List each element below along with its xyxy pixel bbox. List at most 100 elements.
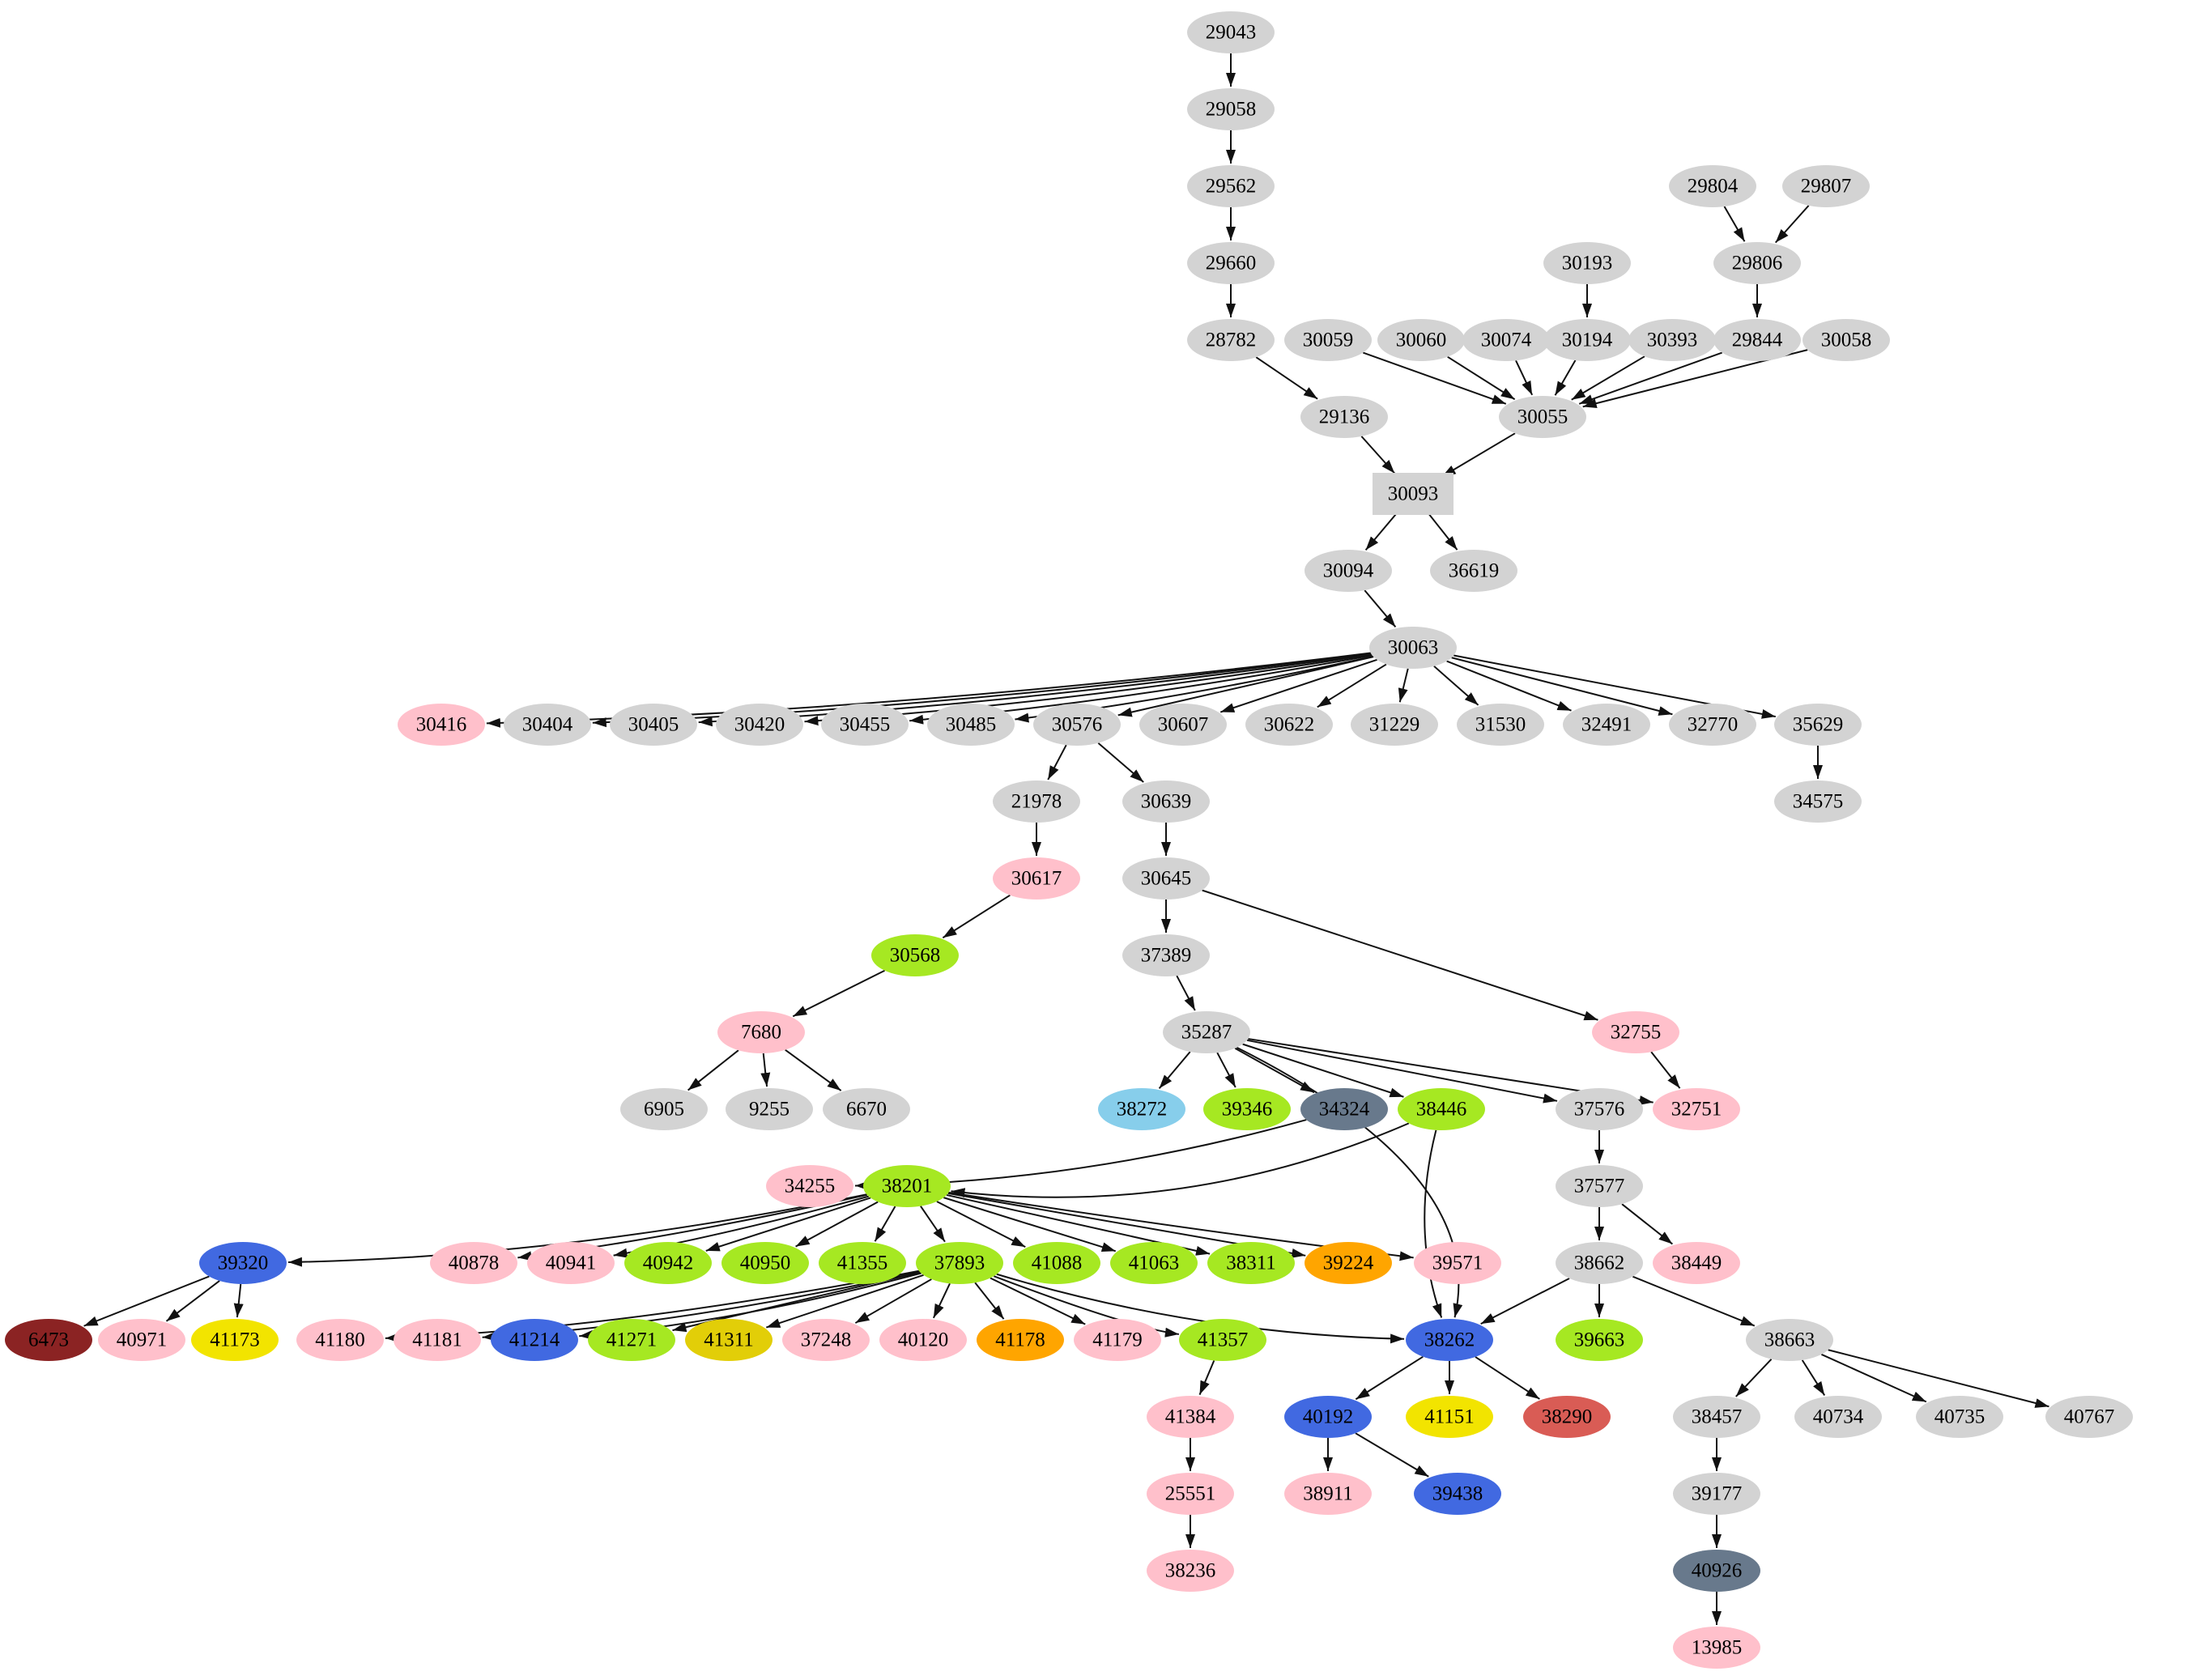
edge-38662-38663 [1632,1275,1756,1327]
node-label-30193: 30193 [1562,253,1613,274]
node-40926: 40926 [1673,1550,1760,1592]
node-ellipse-41179 [1074,1319,1161,1361]
edge-38201-40950 [795,1201,879,1248]
edge-38446-38262 [1424,1129,1443,1318]
node-label-7680: 7680 [741,1022,781,1044]
node-label-38290: 38290 [1542,1406,1593,1428]
node-label-38662: 38662 [1574,1253,1625,1274]
node-ellipse-29806 [1713,242,1801,284]
node-32751: 32751 [1653,1088,1740,1130]
node-40120: 40120 [879,1319,967,1361]
node-label-35629: 35629 [1793,714,1844,736]
node-label-29562: 29562 [1206,176,1257,198]
edge-38446-38201 [951,1122,1410,1198]
node-ellipse-6670 [823,1088,910,1130]
node-29844: 29844 [1713,319,1801,361]
node-38236: 38236 [1147,1550,1234,1592]
node-30060: 30060 [1377,319,1465,361]
node-ellipse-38663 [1746,1319,1833,1361]
node-ellipse-30455 [821,704,909,746]
node-ellipse-38457 [1673,1396,1760,1438]
node-40942: 40942 [624,1242,712,1284]
node-ellipse-6905 [620,1088,708,1130]
node-41271: 41271 [588,1319,675,1361]
node-40735: 40735 [1916,1396,2003,1438]
node-40941: 40941 [527,1242,615,1284]
node-ellipse-34255 [766,1165,853,1207]
node-label-30405: 30405 [628,714,679,736]
node-label-40971: 40971 [117,1329,168,1351]
node-label-30622: 30622 [1264,714,1315,736]
node-30404: 30404 [504,704,591,746]
node-ellipse-40971 [98,1319,185,1361]
node-label-32755: 32755 [1611,1022,1662,1044]
node-label-6473: 6473 [28,1329,69,1351]
edge-39320-6473 [83,1275,210,1327]
node-ellipse-37248 [782,1319,870,1361]
node-label-41178: 41178 [995,1329,1045,1351]
edge-30194-30055 [1554,359,1577,396]
node-ellipse-30058 [1803,319,1890,361]
node-ellipse-30416 [398,704,485,746]
node-29807: 29807 [1782,165,1870,207]
node-7680: 7680 [717,1011,805,1053]
node-ellipse-30194 [1543,319,1631,361]
node-ellipse-40120 [879,1319,967,1361]
node-29043: 29043 [1187,11,1275,53]
node-6670: 6670 [823,1088,910,1130]
node-ellipse-32751 [1653,1088,1740,1130]
node-label-41088: 41088 [1032,1253,1083,1274]
node-ellipse-34324 [1300,1088,1388,1130]
edge-7680-6670 [785,1048,842,1091]
node-label-32491: 32491 [1581,714,1632,736]
node-ellipse-40878 [430,1242,517,1284]
node-ellipse-30617 [993,857,1080,900]
node-ellipse-38662 [1556,1242,1643,1284]
node-ellipse-37893 [916,1242,1003,1284]
node-label-41271: 41271 [607,1329,658,1351]
node-label-37893: 37893 [934,1253,985,1274]
node-ellipse-41181 [394,1319,481,1361]
node-label-29660: 29660 [1206,253,1257,274]
edge-37893-37248 [854,1278,932,1324]
node-30416: 30416 [398,704,485,746]
node-37893: 37893 [916,1242,1003,1284]
node-label-38663: 38663 [1764,1329,1815,1351]
edge-39320-40971 [165,1280,220,1322]
node-35629: 35629 [1774,704,1862,746]
node-39346: 39346 [1203,1088,1291,1130]
node-label-29136: 29136 [1319,406,1370,428]
node-30568: 30568 [871,934,959,976]
node-ellipse-36619 [1430,550,1517,592]
edge-37389-35287 [1176,975,1196,1011]
node-32491: 32491 [1563,704,1650,746]
node-label-34255: 34255 [785,1176,836,1197]
node-ellipse-39663 [1556,1319,1643,1361]
edge-40192-39438 [1355,1432,1429,1478]
node-ellipse-30639 [1122,780,1210,823]
edge-37577-38449 [1621,1203,1673,1245]
node-ellipse-41384 [1147,1396,1234,1438]
node-41357: 41357 [1179,1319,1266,1361]
node-41151: 41151 [1406,1396,1493,1438]
node-label-30617: 30617 [1011,868,1062,890]
node-label-30055: 30055 [1517,406,1568,428]
node-41179: 41179 [1074,1319,1161,1361]
node-40734: 40734 [1794,1396,1882,1438]
node-ellipse-28782 [1187,319,1275,361]
node-label-38272: 38272 [1117,1099,1168,1121]
node-ellipse-25551 [1147,1473,1234,1515]
node-label-38457: 38457 [1692,1406,1743,1428]
node-label-30416: 30416 [416,714,467,736]
edge-38662-38262 [1480,1278,1570,1325]
node-ellipse-13985 [1673,1627,1760,1669]
node-30194: 30194 [1543,319,1631,361]
edge-37893-41311 [765,1274,924,1329]
node-39224: 39224 [1305,1242,1392,1284]
edge-30617-30568 [942,894,1011,939]
node-37577: 37577 [1556,1165,1643,1207]
node-ellipse-40926 [1673,1550,1760,1592]
node-label-30093: 30093 [1388,483,1439,505]
node-ellipse-29058 [1187,88,1275,130]
